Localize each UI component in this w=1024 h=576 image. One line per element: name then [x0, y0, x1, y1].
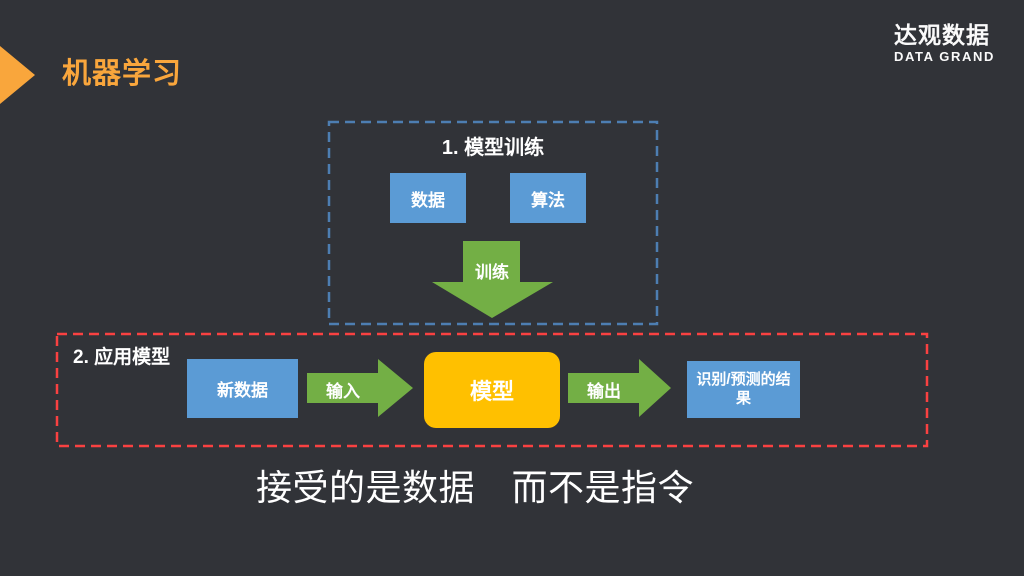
title-pointer-icon — [0, 46, 35, 104]
output-arrow-right-icon — [568, 359, 671, 417]
node-new-data: 新数据 — [187, 359, 298, 418]
training-section-border — [327, 120, 659, 326]
page-title: 机器学习 — [62, 58, 183, 90]
node-result: 识别/预测的结果 — [687, 361, 800, 418]
brand-logo-en: DATA GRAND — [894, 49, 995, 64]
caption-text: 接受的是数据 而不是指令 — [256, 467, 695, 508]
train-arrow-label: 训练 — [475, 263, 509, 282]
node-algorithm: 算法 — [510, 173, 586, 223]
training-section-title: 1. 模型训练 — [441, 137, 545, 159]
brand-logo-cn: 达观数据 — [894, 22, 990, 48]
application-section-border — [55, 332, 929, 448]
brand-logo: 达观数据 DATA GRAND — [894, 22, 995, 64]
train-arrow-down-icon — [432, 241, 553, 318]
output-arrow-label: 输出 — [587, 382, 621, 401]
input-arrow-label: 输入 — [326, 382, 360, 401]
application-section-title: 2. 应用模型 — [73, 347, 171, 368]
node-model: 模型 — [424, 352, 560, 428]
input-arrow-right-icon — [307, 359, 413, 417]
node-data: 数据 — [390, 173, 466, 223]
